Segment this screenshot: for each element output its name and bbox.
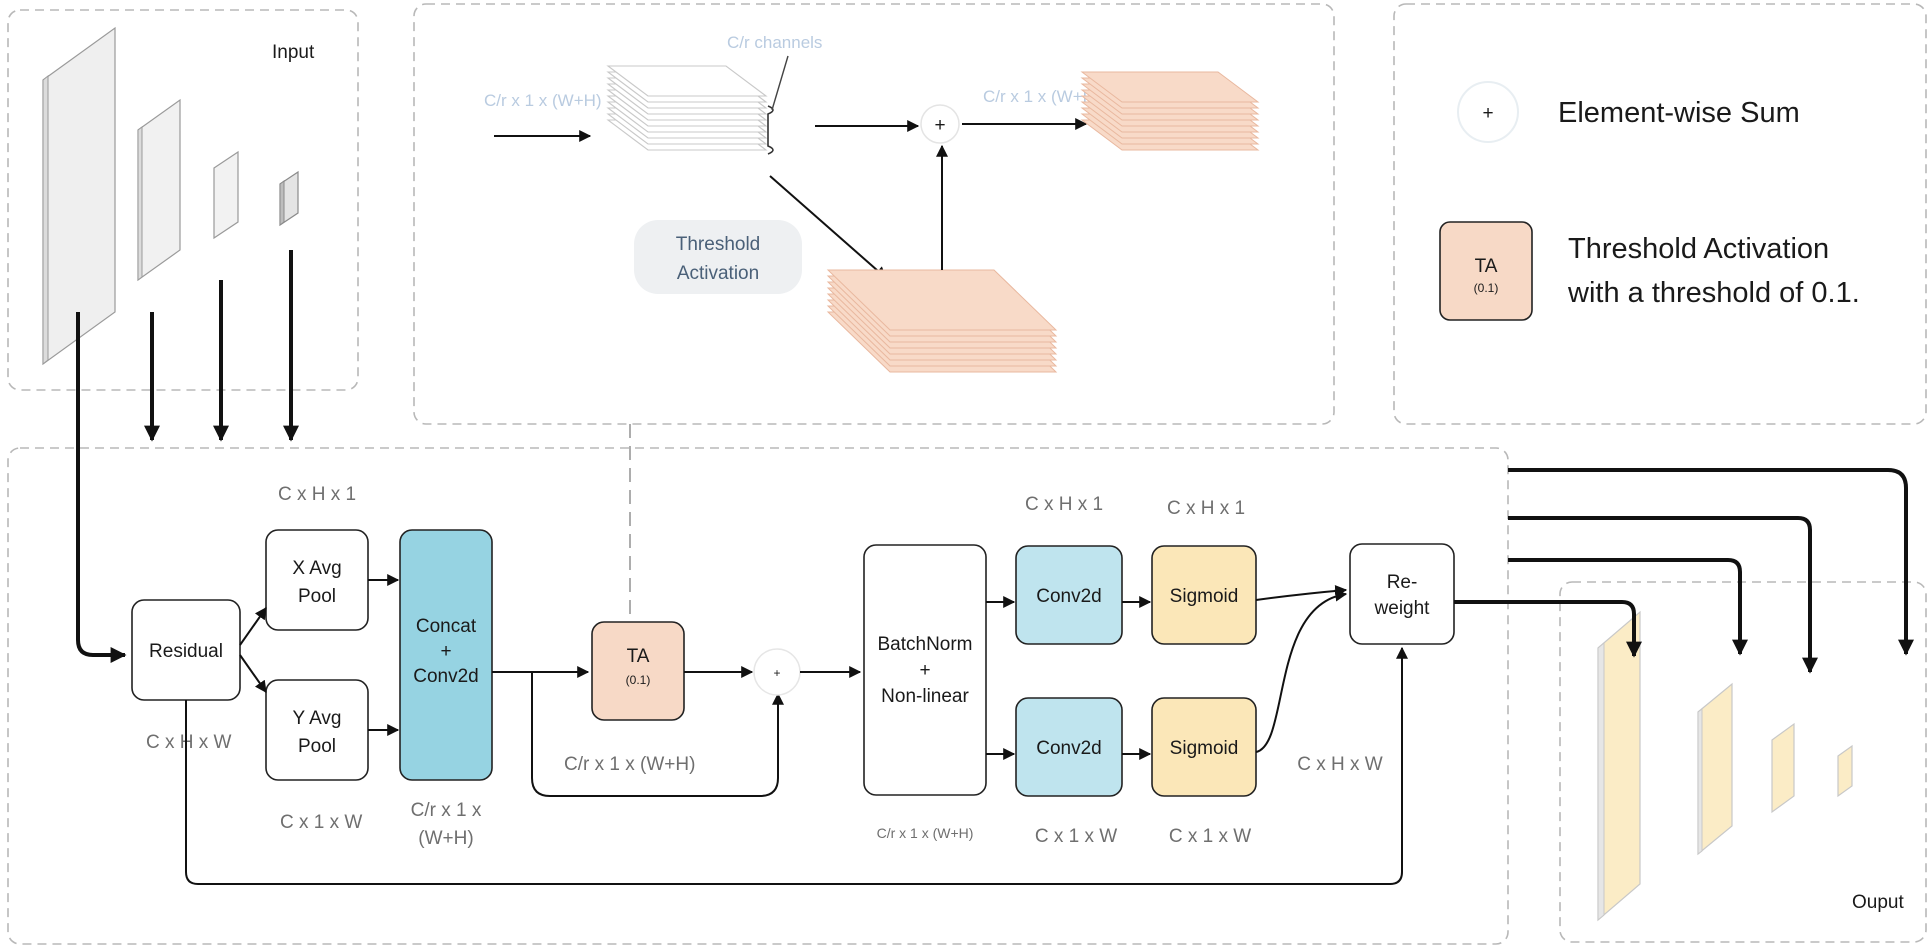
reweight-line2: weight [1374, 598, 1431, 619]
legend-ta-line1: Threshold Activation [1568, 233, 1829, 265]
conv-top-block [1015, 545, 1123, 645]
concat-dim1: C/r x 1 x [411, 800, 482, 821]
bn-line1: BatchNorm [877, 634, 972, 655]
input-feature-maps [42, 26, 299, 366]
legend-panel [1393, 3, 1927, 425]
residual-skip-connection [185, 646, 1408, 885]
input-arrow-residual [76, 312, 127, 663]
residual-label: Residual [149, 641, 223, 662]
sig-top-dim: C x H x 1 [1167, 498, 1245, 519]
output-feature-maps [1597, 610, 1853, 922]
ta-detail-input-stack [606, 55, 789, 155]
input-map-3 [213, 150, 239, 240]
output-arrow-4 [1508, 468, 1914, 656]
legend-ta-box [1439, 221, 1533, 321]
ypool-line1: Y Avg [293, 708, 342, 729]
bn-dim: C/r x 1 x (W+H) [877, 825, 974, 841]
concat-line2: + [440, 641, 451, 662]
legend-ta-line2: with a threshold of 0.1. [1567, 277, 1860, 309]
legend-ta-box-label: TA [1475, 256, 1498, 277]
concat-dim2: (W+H) [418, 828, 473, 849]
ta-dim: C/r x 1 x (W+H) [564, 754, 695, 775]
ypool-block [265, 679, 369, 781]
legend-sum-label: Element-wise Sum [1558, 97, 1800, 129]
ta-detail-out-dim: C/r x 1 x (W+H) [983, 87, 1101, 106]
ta-detail-threshold-line2: Activation [677, 263, 759, 284]
ypool-line2: Pool [298, 736, 336, 757]
output-map-4 [1837, 744, 1853, 798]
ta-sub: (0.1) [626, 673, 651, 687]
ta-detail-in-dim: C/r x 1 x (W+H) [484, 91, 602, 110]
reweight-line1: Re- [1387, 572, 1418, 593]
ta-detail-sum-symbol: + [934, 115, 945, 136]
output-panel [1559, 581, 1927, 943]
ta-detail-output-stack [1080, 71, 1260, 151]
sig-top-label: Sigmoid [1170, 586, 1239, 607]
residual-dim: C x H x W [146, 732, 232, 753]
xpool-line2: Pool [298, 586, 336, 607]
conv-bot-block [1015, 697, 1123, 797]
ta-detail-sum-node [920, 104, 960, 144]
bn-line3: Non-linear [881, 686, 969, 707]
output-arrow-2 [1508, 558, 1748, 656]
sig-top-block [1151, 545, 1257, 645]
output-title: Ouput [1852, 892, 1904, 913]
output-map-3 [1771, 722, 1795, 814]
bn-line2: + [919, 660, 930, 681]
legend-ta-box-sub: (0.1) [1474, 281, 1499, 295]
ta-detail-panel [413, 3, 1335, 425]
ta-block [591, 621, 685, 721]
main-panel [7, 447, 1509, 945]
input-map-2 [137, 98, 181, 282]
conv-top-dim: C x H x 1 [1025, 494, 1103, 515]
concat-conv-block [399, 529, 493, 781]
sig-bot-label: Sigmoid [1170, 738, 1239, 759]
reweight-dim: C x H x W [1297, 754, 1383, 775]
main-sum-symbol: + [773, 666, 780, 680]
output-map-2 [1697, 682, 1733, 856]
xpool-block [265, 529, 369, 631]
legend-sum-node [1457, 81, 1519, 143]
input-title: Input [272, 42, 315, 63]
xpool-dim: C x H x 1 [278, 484, 356, 505]
ta-detail-threshold-line1: Threshold [676, 234, 761, 255]
reweight-block [1349, 543, 1455, 645]
ta-skip-connection [531, 672, 784, 797]
sig-bot-dim: C x 1 x W [1169, 826, 1251, 847]
ta-detail-channels-label: C/r channels [727, 33, 822, 52]
ypool-dim: C x 1 x W [280, 812, 362, 833]
conv-bot-dim: C x 1 x W [1035, 826, 1117, 847]
legend-sum-symbol: + [1482, 103, 1493, 124]
ta-detail-activated-stack [826, 269, 1058, 373]
ta-label: TA [627, 646, 650, 667]
conv-top-label: Conv2d [1036, 586, 1102, 607]
sig-bot-block [1151, 697, 1257, 797]
batchnorm-block [863, 544, 987, 796]
concat-line3: Conv2d [413, 666, 479, 687]
concat-line1: Concat [416, 616, 477, 637]
ta-detail-threshold-badge [634, 220, 802, 294]
output-arrow-1 [1454, 600, 1642, 658]
xpool-line1: X Avg [292, 558, 341, 579]
conv-bot-label: Conv2d [1036, 738, 1102, 759]
output-arrow-3 [1508, 516, 1818, 674]
